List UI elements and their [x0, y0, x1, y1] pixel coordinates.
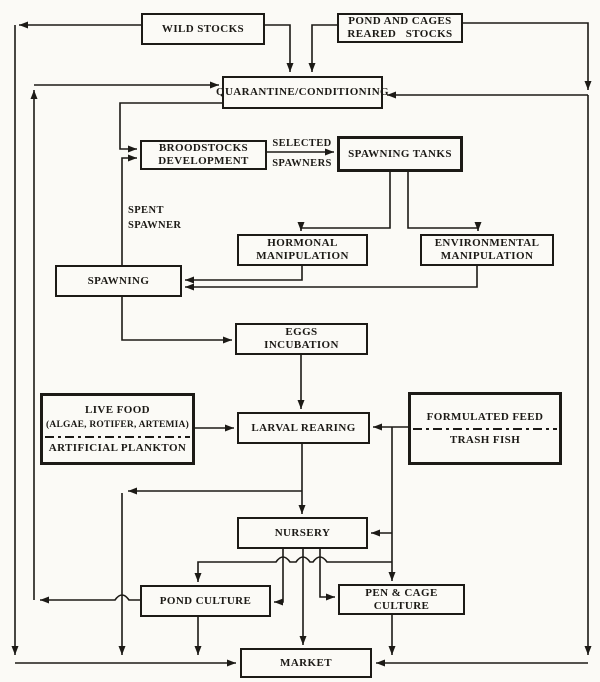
dash-dot-divider	[45, 435, 190, 438]
node-market: MARKET	[240, 648, 372, 678]
node-pen-cage-culture: PEN & CAGE CULTURE	[338, 584, 465, 615]
edge-nursery-pondculture-side	[274, 549, 284, 606]
node-nursery: NURSERY	[237, 517, 368, 549]
node-pond-cages-reared-stocks: POND AND CAGES REARED STOCKS	[337, 13, 463, 43]
live-food-bottom: ARTIFICIAL PLANKTON	[48, 441, 187, 454]
live-food-title: LIVE FOOD	[84, 403, 151, 416]
label-selected: SELECTED	[272, 138, 332, 149]
edge-wildstocks-quarantine	[265, 24, 294, 72]
node-spawning-tanks: SPAWNING TANKS	[337, 136, 463, 172]
edge-nursery-pencage-side	[319, 549, 335, 601]
node-quarantine-conditioning: QUARANTINE/CONDITIONING	[216, 76, 389, 109]
label-spent-spawner: SPENT SPAWNER	[128, 205, 182, 231]
node-live-food: LIVE FOOD (ALGAE, ROTIFER, ARTEMIA) ARTI…	[40, 393, 195, 465]
node-formulated-feed: FORMULATED FEED TRASH FISH	[408, 392, 562, 465]
node-pond-culture: POND CULTURE	[140, 585, 271, 617]
node-larval-rearing: LARVAL REARING	[237, 412, 370, 444]
edge-cross-rail-pondculture	[194, 556, 392, 582]
node-environmental-manipulation: ENVIRONMENTAL MANIPULATION	[420, 234, 554, 266]
edge-pondreared-quarantine	[308, 24, 337, 72]
edge-pondculture-recycle	[40, 594, 140, 604]
node-eggs-incubation: EGGS INCUBATION	[235, 323, 368, 355]
edge-environmental-spawning	[185, 266, 478, 291]
formulated-feed-title: FORMULATED FEED	[426, 410, 544, 423]
node-spawning: SPAWNING	[55, 265, 182, 297]
edge-hormonal-spawning	[185, 266, 303, 284]
edge-spawning-eggs	[121, 297, 232, 344]
node-wild-stocks: WILD STOCKS	[141, 13, 265, 45]
edge-tanks-hormonal	[297, 172, 391, 231]
dash-dot-divider	[413, 427, 557, 430]
node-hormonal-manipulation: HORMONAL MANIPULATION	[237, 234, 368, 266]
formulated-feed-bottom: TRASH FISH	[449, 433, 521, 446]
label-spawners: SPAWNERS	[272, 158, 332, 169]
edge-pondreared-rightrail	[463, 22, 592, 90]
live-food-subtitle: (ALGAE, ROTIFER, ARTEMIA)	[46, 419, 189, 430]
edge-tanks-environmental	[407, 172, 482, 231]
node-broodstocks-development: BROODSTOCKS DEVELOPMENT	[140, 140, 267, 170]
